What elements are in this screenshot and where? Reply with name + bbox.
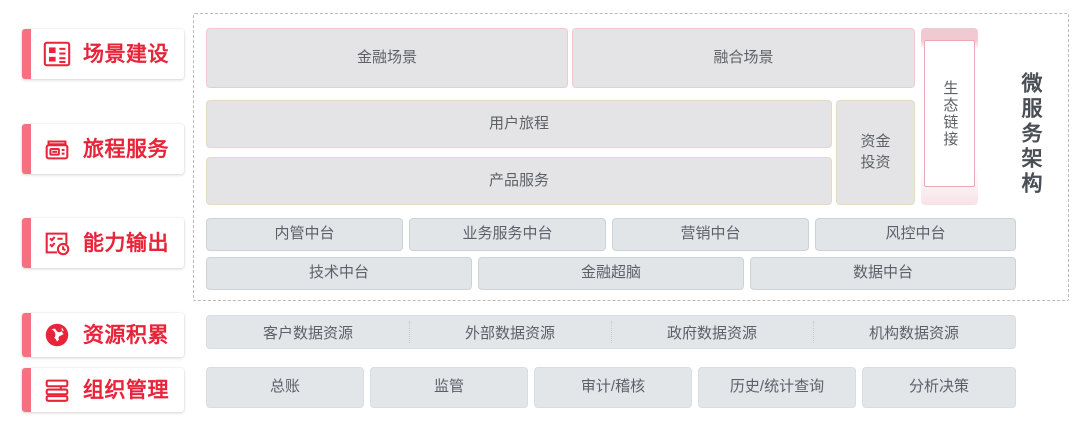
midplatform-cell-riskcontrol[interactable]: 风控中台: [815, 218, 1016, 251]
cell-label: 业务服务中台: [462, 225, 553, 243]
resource-segment-external[interactable]: 外部数据资源: [409, 316, 611, 348]
checklist-clock-icon: [42, 228, 72, 258]
cell-label: 产品服务: [488, 171, 549, 189]
cell-label: 历史/统计查询: [729, 378, 825, 396]
scene-cell-integrated[interactable]: 融合场景: [572, 28, 915, 88]
rail-item-journey[interactable]: 旅程服务: [22, 124, 184, 174]
cell-label: 审计/稽核: [580, 378, 646, 396]
resource-bar: 客户数据资源 外部数据资源 政府数据资源 机构数据资源: [206, 315, 1016, 349]
ecosystem-label: 生态链接: [941, 79, 959, 148]
cell-label: 营销中台: [680, 225, 741, 243]
midplatform-cell-marketing[interactable]: 营销中台: [612, 218, 809, 251]
midplatform-cell-data[interactable]: 数据中台: [750, 257, 1016, 290]
cell-label: 总账: [269, 378, 300, 396]
cell-label: 金融场景: [356, 48, 417, 66]
category-rail: 场景建设 旅程服务: [0, 0, 196, 441]
microservice-architecture-label: 微服务架构: [1019, 72, 1042, 197]
organization-cell-ledger[interactable]: 总账: [206, 367, 364, 408]
card-terminal-icon: [42, 134, 72, 164]
cell-label-line1: 资金: [860, 133, 891, 151]
midplatform-cell-business[interactable]: 业务服务中台: [409, 218, 606, 251]
layout-grid-icon: [42, 39, 72, 69]
rail-item-label: 旅程服务: [83, 137, 169, 161]
rail-item-capability[interactable]: 能力输出: [22, 218, 184, 268]
cell-label: 客户数据资源: [262, 324, 353, 342]
cell-label: 数据中台: [852, 264, 913, 282]
journey-cell-user-journey[interactable]: 用户旅程: [206, 100, 832, 148]
resource-segment-government[interactable]: 政府数据资源: [611, 316, 813, 348]
cell-label: 监管: [433, 378, 464, 396]
organization-cell-history-query[interactable]: 历史/统计查询: [698, 367, 856, 408]
capital-investment-cell[interactable]: 资金 投资: [836, 100, 915, 205]
cell-label: 用户旅程: [488, 114, 549, 132]
cell-label: 风控中台: [885, 225, 946, 243]
cell-label: 外部数据资源: [464, 324, 555, 342]
journey-cell-product-service[interactable]: 产品服务: [206, 157, 832, 205]
cell-label: 政府数据资源: [666, 324, 757, 342]
midplatform-cell-internal[interactable]: 内管中台: [206, 218, 403, 251]
resource-segment-customer[interactable]: 客户数据资源: [207, 316, 409, 348]
organization-cell-supervision[interactable]: 监管: [370, 367, 528, 408]
cell-label: 机构数据资源: [868, 324, 959, 342]
rail-item-resources[interactable]: 资源积累: [22, 313, 184, 357]
cell-label: 技术中台: [308, 264, 369, 282]
globe-icon: [42, 320, 72, 350]
rail-item-organization[interactable]: 组织管理: [22, 368, 184, 412]
cell-label: 融合场景: [713, 48, 774, 66]
ecosystem-card[interactable]: 生态链接: [921, 28, 978, 205]
resource-segment-institution[interactable]: 机构数据资源: [813, 316, 1015, 348]
scene-cell-financial[interactable]: 金融场景: [206, 28, 568, 88]
org-chart-icon: [42, 375, 72, 405]
organization-cell-audit[interactable]: 审计/稽核: [534, 367, 692, 408]
rail-item-label: 场景建设: [83, 42, 169, 66]
cell-label-line2: 投资: [860, 153, 891, 171]
rail-item-scene[interactable]: 场景建设: [22, 29, 184, 79]
ecosystem-card-body: 生态链接: [924, 40, 975, 187]
cell-label: 金融超脑: [580, 264, 641, 282]
microservice-boundary: [193, 13, 1069, 301]
rail-item-label: 能力输出: [83, 231, 169, 255]
midplatform-cell-finance-brain[interactable]: 金融超脑: [478, 257, 744, 290]
midplatform-cell-technology[interactable]: 技术中台: [206, 257, 472, 290]
rail-item-label: 资源积累: [83, 323, 169, 347]
cell-label: 分析决策: [908, 378, 969, 396]
organization-cell-analysis[interactable]: 分析决策: [862, 367, 1016, 408]
rail-item-label: 组织管理: [83, 378, 169, 402]
cell-label: 内管中台: [274, 225, 335, 243]
